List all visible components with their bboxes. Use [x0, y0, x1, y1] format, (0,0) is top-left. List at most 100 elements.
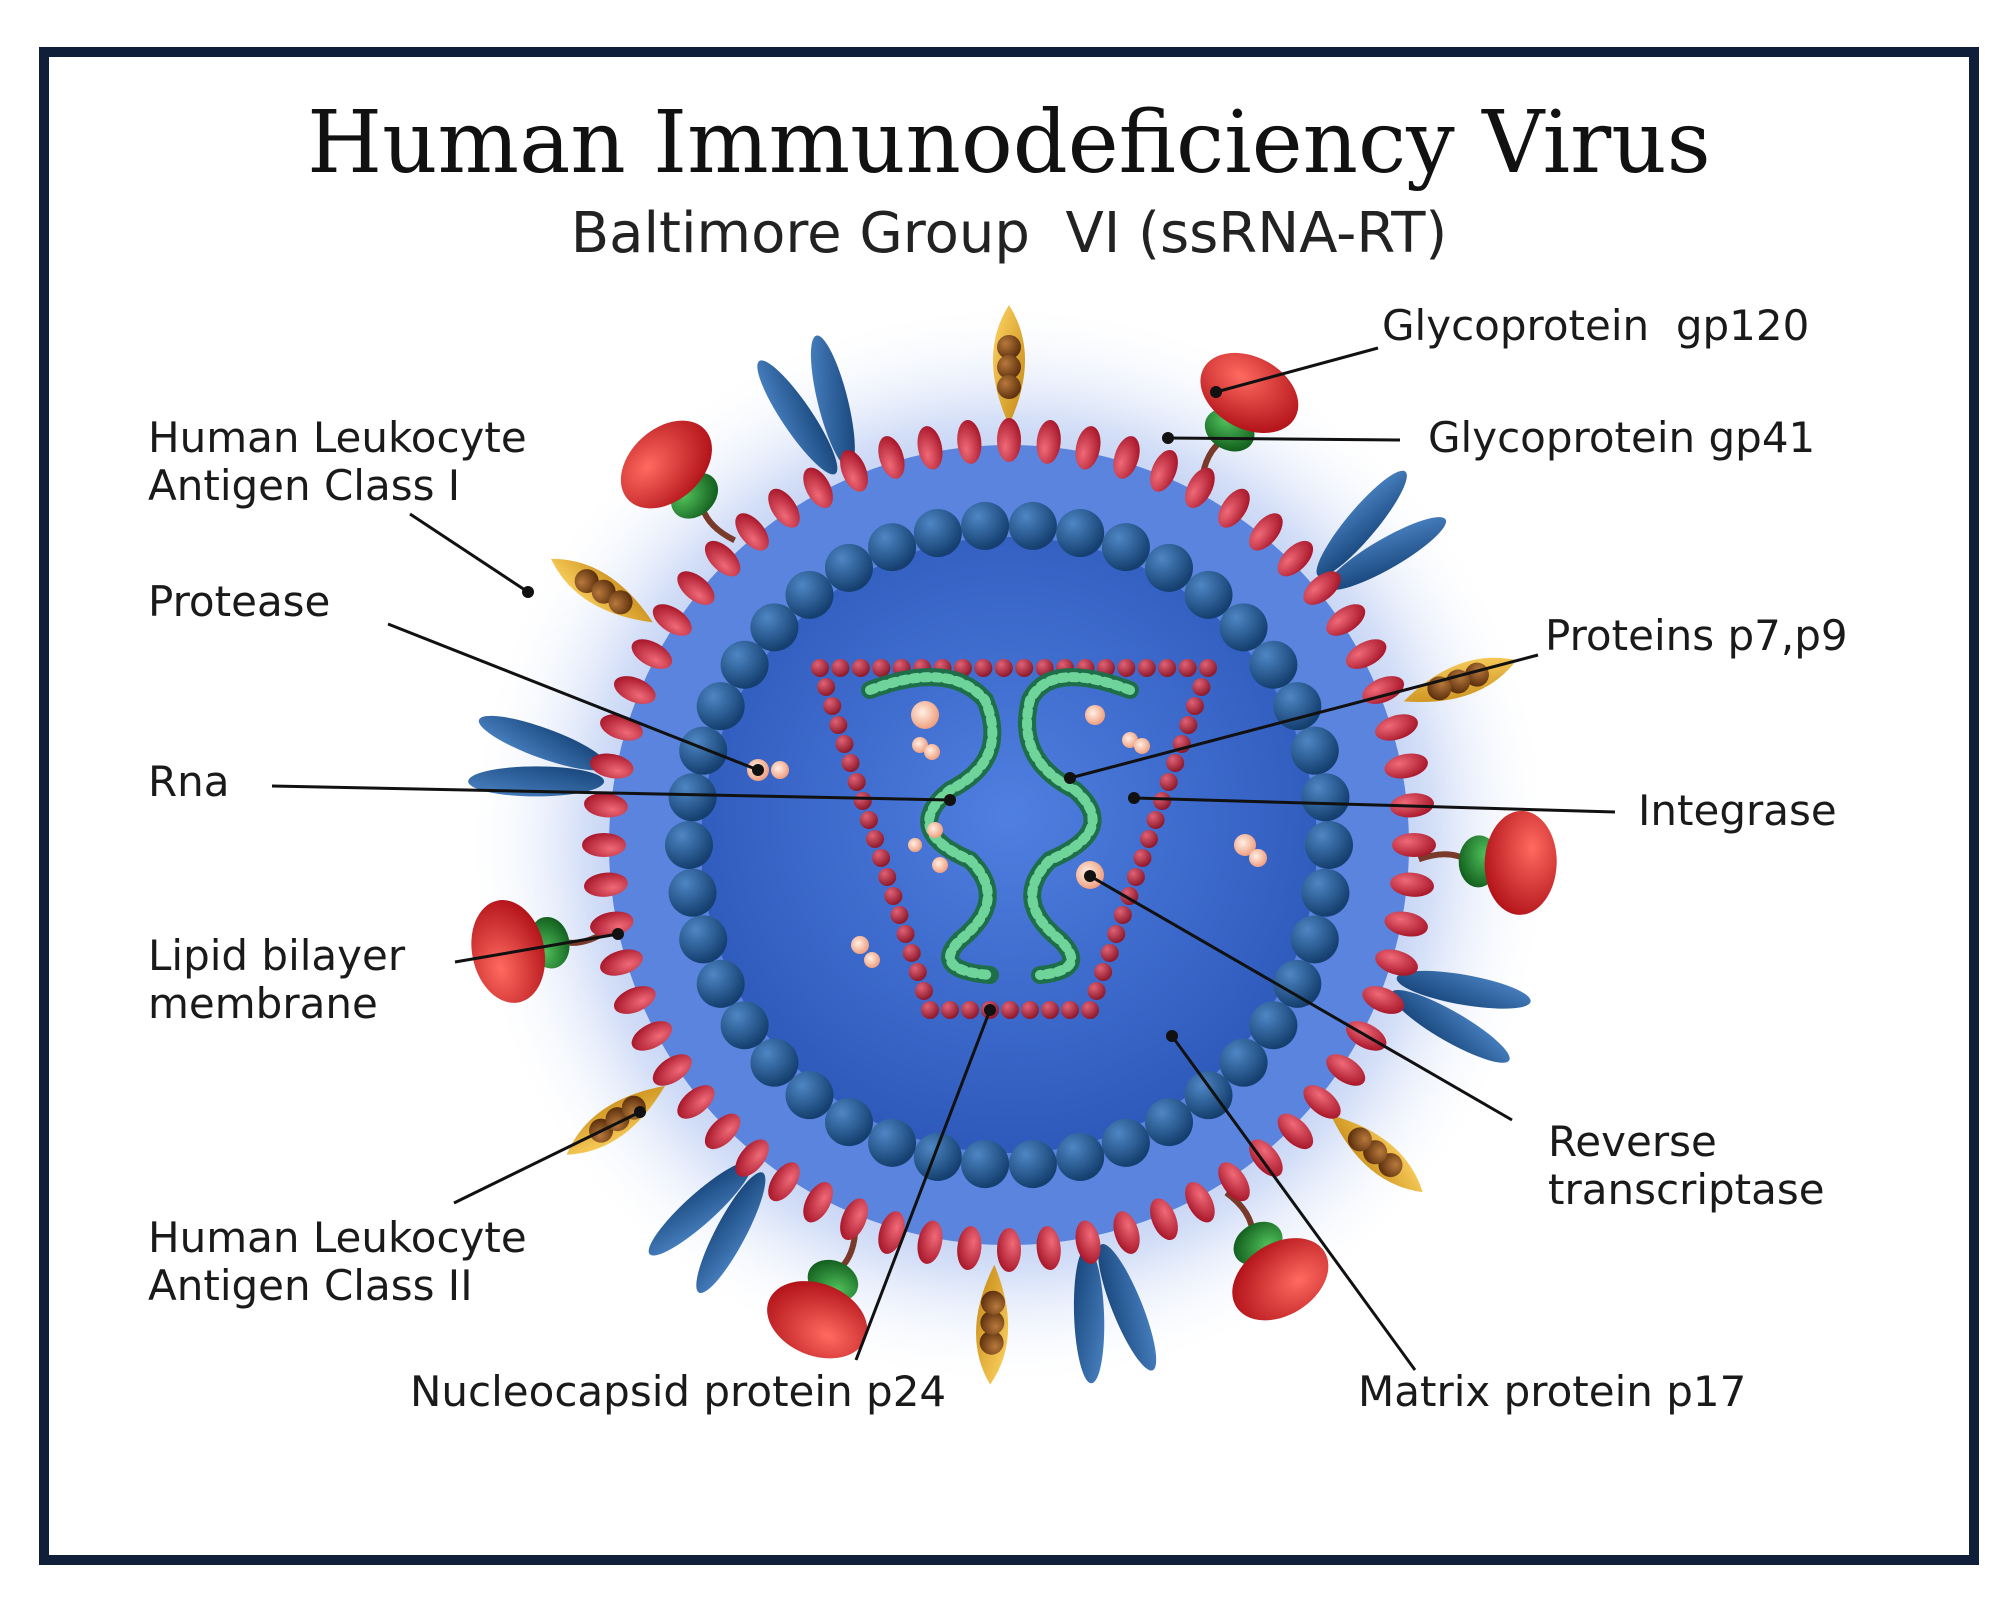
- hla-lobe: [810, 335, 855, 468]
- matrix-bead: [1219, 603, 1268, 652]
- matrix-bead: [679, 915, 728, 964]
- diagram-title: Human Immunodeficiency Virus: [307, 93, 1711, 193]
- enzyme-dot: [851, 936, 869, 954]
- capsid-bead: [1133, 849, 1152, 867]
- capsid-bead: [1061, 1001, 1079, 1019]
- hla-lobe: [1073, 1247, 1105, 1384]
- matrix-bead: [1290, 726, 1339, 775]
- brown-bead: [1347, 1127, 1372, 1152]
- spike-blue: [1316, 470, 1447, 590]
- hla-lobe: [1098, 1243, 1157, 1371]
- matrix-bead: [913, 509, 962, 558]
- label-rt-line2: transcriptase: [1548, 1165, 1825, 1214]
- label-gp120: Glycoprotein gp120: [1382, 301, 1809, 350]
- lipid-bead: [1303, 1085, 1341, 1119]
- matrix-protein-ring: [665, 501, 1353, 1189]
- spike-blue: [468, 715, 608, 797]
- spike-gold: [993, 305, 1025, 425]
- capsid-bead: [884, 887, 903, 905]
- lipid-bead: [584, 872, 628, 897]
- capsid-bead: [847, 773, 866, 791]
- label-protease: Protease: [148, 577, 330, 626]
- enzyme-dot: [1234, 834, 1256, 856]
- enzyme-dot: [932, 857, 948, 873]
- matrix-bead: [961, 1140, 1010, 1189]
- capsid-bead: [890, 906, 909, 924]
- matrix-bead: [825, 543, 873, 592]
- capsid-bead: [1021, 1001, 1039, 1019]
- spike-gp: [620, 420, 737, 544]
- lipid-bead: [1218, 488, 1250, 528]
- brown-bead: [608, 590, 633, 615]
- enzyme-dot: [911, 701, 939, 729]
- matrix-bead: [750, 603, 799, 652]
- label-hla2-line2: Antigen Class II: [148, 1261, 473, 1310]
- lipid-bead: [1185, 1181, 1215, 1223]
- hla-lobe: [1396, 970, 1531, 1009]
- matrix-bead: [785, 570, 834, 619]
- label-rt-line1: Reverse: [1548, 1117, 1717, 1166]
- matrix-bead: [868, 1118, 917, 1167]
- lipid-bead: [878, 436, 905, 479]
- lipid-bead: [803, 467, 833, 509]
- hla-lobe: [468, 766, 605, 797]
- capsid-bead: [902, 944, 921, 962]
- capsid-bead: [1041, 1001, 1059, 1019]
- matrix-bead: [785, 1071, 834, 1120]
- spike-gp: [767, 1225, 868, 1359]
- label-p17: Matrix protein p17: [1358, 1367, 1746, 1416]
- matrix-bead: [1301, 868, 1350, 917]
- hla-lobe: [696, 1172, 766, 1294]
- lipid-bead: [631, 1021, 673, 1051]
- lipid-bead: [1113, 436, 1140, 479]
- capsid-bead: [921, 1001, 939, 1019]
- lipid-bead: [1218, 1162, 1250, 1202]
- capsid-bead: [896, 925, 915, 943]
- capsid-bead: [941, 1001, 959, 1019]
- spike-gold: [551, 558, 653, 623]
- lipid-bead: [584, 793, 628, 818]
- capsid-bead: [1081, 1001, 1099, 1019]
- capsid-bead: [1140, 830, 1158, 848]
- lipid-bead: [704, 1113, 741, 1150]
- lipid-bead: [600, 949, 643, 976]
- matrix-bead: [825, 1098, 873, 1147]
- gp120-knob: [1232, 1238, 1329, 1321]
- lipid-bead: [735, 513, 769, 551]
- matrix-bead: [665, 821, 713, 869]
- matrix-bead: [1273, 682, 1322, 731]
- label-hla1-line1: Human Leukocyte: [148, 413, 527, 462]
- hla-lobe: [648, 1161, 752, 1256]
- capsid-bead: [1166, 754, 1185, 772]
- lipid-bead: [840, 449, 868, 492]
- enzyme-dot: [1085, 705, 1105, 725]
- brown-bead: [981, 1290, 1006, 1315]
- hla-lobe: [1327, 517, 1447, 590]
- capsid-bead: [1153, 792, 1172, 810]
- lipid-bead: [917, 426, 943, 470]
- lipid-bead: [957, 1226, 982, 1270]
- capsid-bead: [1137, 659, 1156, 677]
- diagram-subtitle: Baltimore Group VI (ssRNA-RT): [571, 201, 1448, 266]
- capsid-bead: [831, 659, 850, 677]
- spike-blue: [648, 1161, 766, 1294]
- leader-lines: [271, 346, 1616, 1371]
- lipid-bead: [803, 1181, 833, 1223]
- brown-bead: [997, 375, 1021, 399]
- enzyme-dot: [1249, 849, 1267, 867]
- capsid-bead: [1087, 982, 1106, 1000]
- capsid-bead: [835, 735, 854, 753]
- label-p24: Nucleocapsid protein p24: [410, 1367, 946, 1416]
- matrix-bead: [668, 773, 717, 822]
- lipid-bead: [768, 1162, 800, 1202]
- enzyme-dot: [1134, 738, 1150, 754]
- lipid-bead: [1249, 1139, 1283, 1177]
- label-hla1-line2: Antigen Class I: [148, 461, 460, 510]
- matrix-bead: [1184, 570, 1233, 619]
- lipid-bead: [1362, 986, 1405, 1014]
- lipid-bead: [1384, 753, 1428, 779]
- capsid-bead: [1001, 1001, 1019, 1019]
- label-lipid-line2: membrane: [148, 979, 378, 1028]
- capsid-bead: [1178, 659, 1197, 677]
- lipid-bead: [1113, 1211, 1140, 1254]
